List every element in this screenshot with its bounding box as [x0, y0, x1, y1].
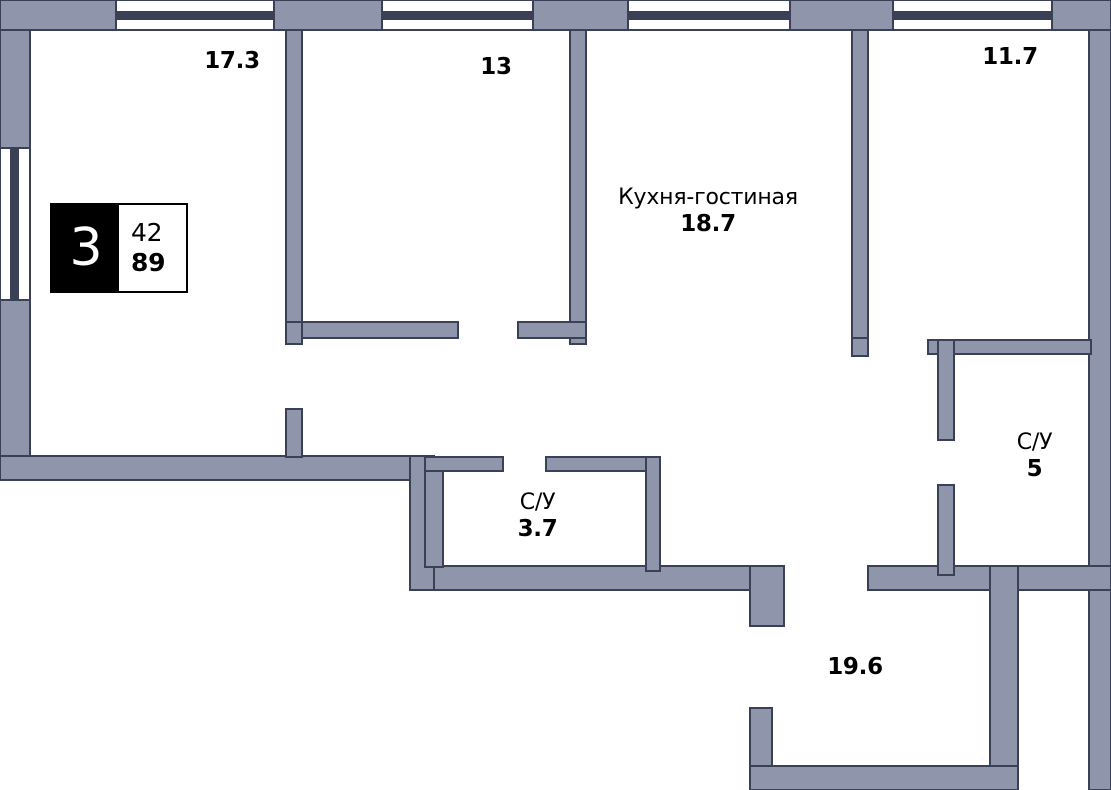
window-top-4: [892, 0, 1053, 31]
wall-bottom-under-bath1: [409, 565, 785, 591]
apartment-summary-badge: 3 42 89: [50, 203, 188, 293]
wall-partition-bedroom2-foot: [517, 321, 587, 339]
wall-top-pier-1: [273, 0, 383, 31]
window-top-2: [381, 0, 534, 31]
wall-left-lower: [0, 299, 31, 481]
wall-bath2-left-upper: [937, 339, 955, 441]
wall-partition-bedroom2-kitchen: [569, 29, 587, 345]
wall-top-pier-2: [532, 0, 629, 31]
wall-door-jamb-bedroom1: [285, 408, 303, 458]
wall-bath1-top-left: [424, 456, 504, 472]
badge-total-area: 89: [131, 248, 166, 277]
wall-partition-kitchen-foot: [851, 337, 869, 357]
wall-partition-bedroom1-bedroom2: [285, 29, 303, 345]
wall-bath2-top: [927, 339, 1092, 355]
window-top-1: [115, 0, 275, 31]
wall-bath1-top-right: [545, 456, 661, 472]
wall-top-right-solid: [1051, 0, 1111, 31]
wall-hall-stub: [749, 565, 785, 627]
wall-partition-kitchen-bedroom3: [851, 29, 869, 356]
badge-areas-box: 42 89: [119, 205, 186, 291]
interior-walls: [285, 29, 1092, 576]
wall-partition-bedroom1-foot-drop: [285, 321, 303, 345]
wall-partition-bedroom1-foot: [285, 321, 459, 339]
wall-right-exterior: [1088, 29, 1111, 790]
wall-bath1-right: [645, 456, 661, 572]
badge-living-area: 42: [131, 217, 163, 247]
wall-bottom-main-block: [0, 455, 435, 481]
wall-hall-bottom: [749, 765, 1019, 790]
window-left: [0, 147, 31, 301]
wall-bath1-left: [424, 456, 444, 568]
wall-top-pier-3: [789, 0, 894, 31]
badge-rooms-box: 3: [52, 205, 119, 291]
wall-bath2-left-lower: [937, 484, 955, 576]
wall-left-upper: [0, 29, 31, 149]
wall-hall-right: [989, 565, 1019, 790]
window-top-3: [627, 0, 791, 31]
wall-top-left-solid: [0, 0, 117, 31]
badge-rooms-count: 3: [69, 218, 102, 278]
